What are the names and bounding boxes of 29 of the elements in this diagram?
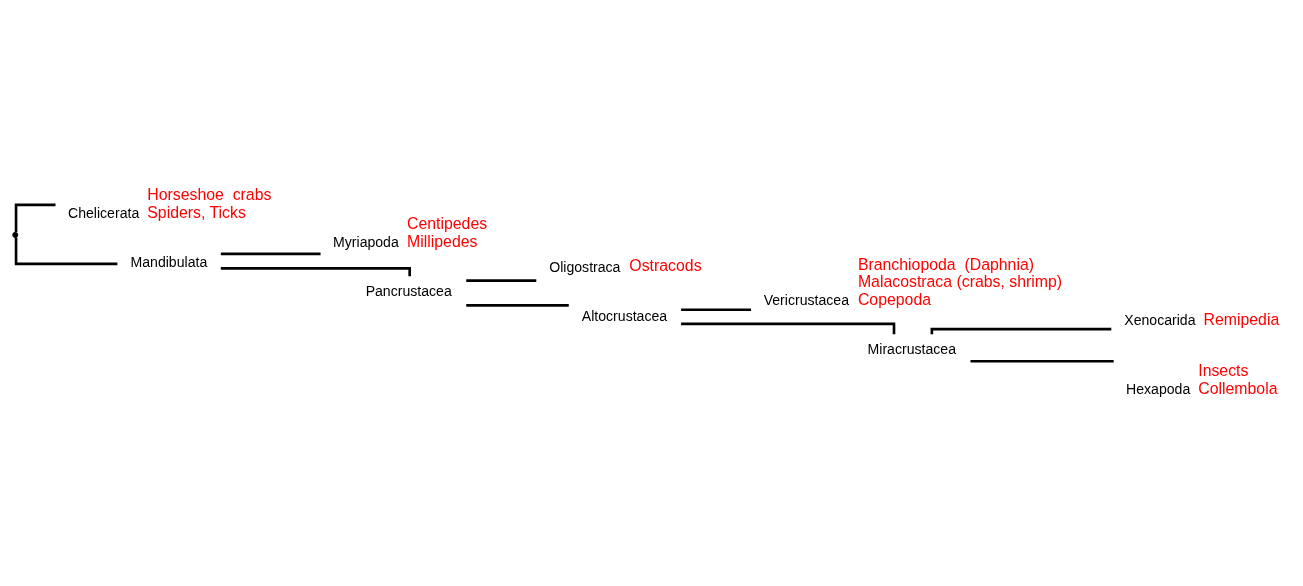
connector <box>466 304 569 307</box>
node-text: Mandibulata <box>130 254 208 271</box>
node-label: Spiders, Ticks <box>147 203 246 221</box>
node-text: Pancrustacea <box>365 283 452 300</box>
node-text: Miracrustacea <box>867 341 956 358</box>
connector <box>220 252 321 256</box>
node-label: Branchiopoda (Daphnia) <box>857 255 1035 273</box>
node-text: Xenocarida <box>1124 312 1196 329</box>
node-label: Collembola <box>1198 379 1278 397</box>
node-text: Hexapoda <box>1126 381 1191 398</box>
node-label: Copepoda <box>857 290 932 308</box>
connector <box>681 308 752 312</box>
node-text: Altocrustacea <box>581 308 668 324</box>
connector <box>466 279 537 282</box>
node-label: Ostracods <box>629 257 702 275</box>
node-text: Vericrustacea <box>763 292 849 309</box>
node-label: Remipedia <box>1203 311 1280 329</box>
connector <box>970 359 1114 363</box>
node-text: Oligostraca <box>549 258 621 275</box>
node-label: Millipedes <box>407 232 478 250</box>
connector <box>14 203 56 233</box>
node-label: Insects <box>1198 362 1249 380</box>
node-text: Chelicerata <box>68 204 140 221</box>
node-label: Malacostraca (crabs, shrimp) <box>857 273 1063 291</box>
node-point <box>12 231 19 238</box>
node-label: Horseshoe crabs <box>147 186 272 204</box>
connector <box>14 237 118 266</box>
node-text: Myriapoda <box>333 234 399 251</box>
node-label: Centipedes <box>407 215 488 233</box>
